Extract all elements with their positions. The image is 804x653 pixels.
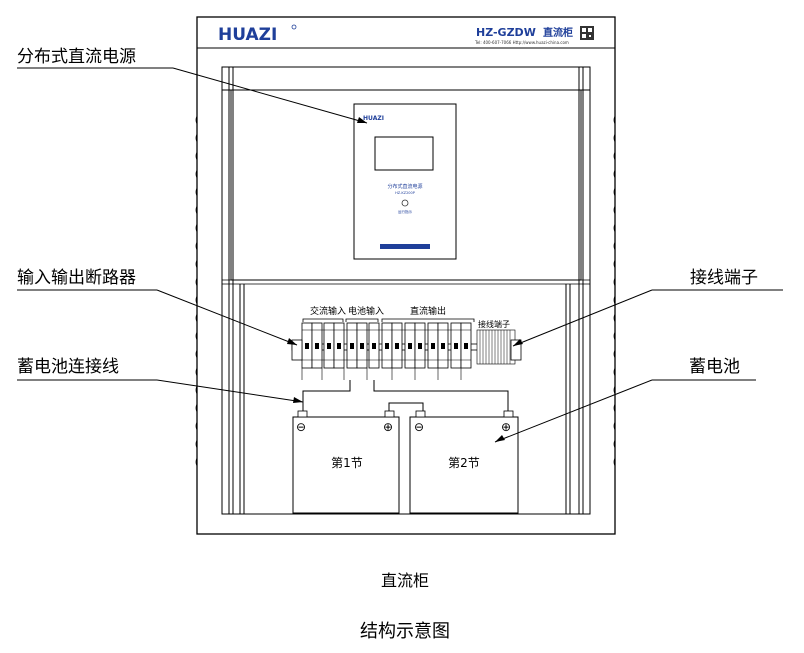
breaker-label-ac-input: 交流输入	[310, 305, 346, 317]
right-vents	[613, 115, 616, 467]
battery-2-positive-icon: ⊕	[501, 420, 511, 434]
battery-2-label: 第2节	[448, 456, 480, 470]
battery-1	[292, 416, 400, 514]
header-model: HZ-GZDW	[476, 26, 536, 39]
label-terminal-block: 接线端子	[690, 268, 758, 288]
breaker-label-dc-output: 直流输出	[410, 305, 446, 317]
module-footer-strip	[380, 244, 430, 249]
label-battery-cable: 蓄电池连接线	[17, 357, 119, 377]
caption-cabinet: 直流柜	[381, 571, 429, 590]
module-model: HZ-KZ200P	[395, 191, 415, 195]
label-io-breaker: 输入输出断路器	[17, 268, 136, 288]
header-model-suffix: 直流柜	[543, 26, 573, 39]
battery-2	[409, 416, 519, 514]
right-rail	[578, 67, 584, 514]
caption-diagram: 结构示意图	[360, 621, 450, 642]
battery-2-negative-icon: ⊖	[414, 420, 424, 434]
battery-wiring	[302, 380, 509, 411]
breaker-label-terminal: 接线端子	[478, 319, 510, 329]
module-brand: HUAZI	[363, 115, 384, 122]
module-display	[374, 136, 434, 171]
cabinet-inner-frame	[221, 66, 591, 515]
indicator-led-icon	[401, 199, 409, 207]
label-distributed-power: 分布式直流电源	[17, 47, 136, 67]
module-indicator-label: 运行指示	[398, 209, 412, 214]
terminal-block	[476, 329, 516, 365]
cabinet-outer	[196, 16, 616, 535]
left-vents	[195, 115, 198, 467]
battery-1-negative-icon: ⊖	[296, 420, 306, 434]
header-brand: HUAZI	[218, 25, 277, 45]
registered-mark-icon	[291, 24, 297, 30]
label-battery: 蓄电池	[689, 357, 740, 377]
left-rail	[228, 67, 234, 514]
module-name: 分布式直流电源	[387, 183, 422, 190]
breaker-label-battery-input: 电池输入	[348, 305, 384, 317]
battery-1-positive-icon: ⊕	[383, 420, 393, 434]
battery-1-label: 第1节	[331, 456, 363, 470]
header-contact: Tel: 400-607-7066 Http://www.huazi-china…	[474, 40, 569, 45]
power-module	[353, 103, 457, 260]
